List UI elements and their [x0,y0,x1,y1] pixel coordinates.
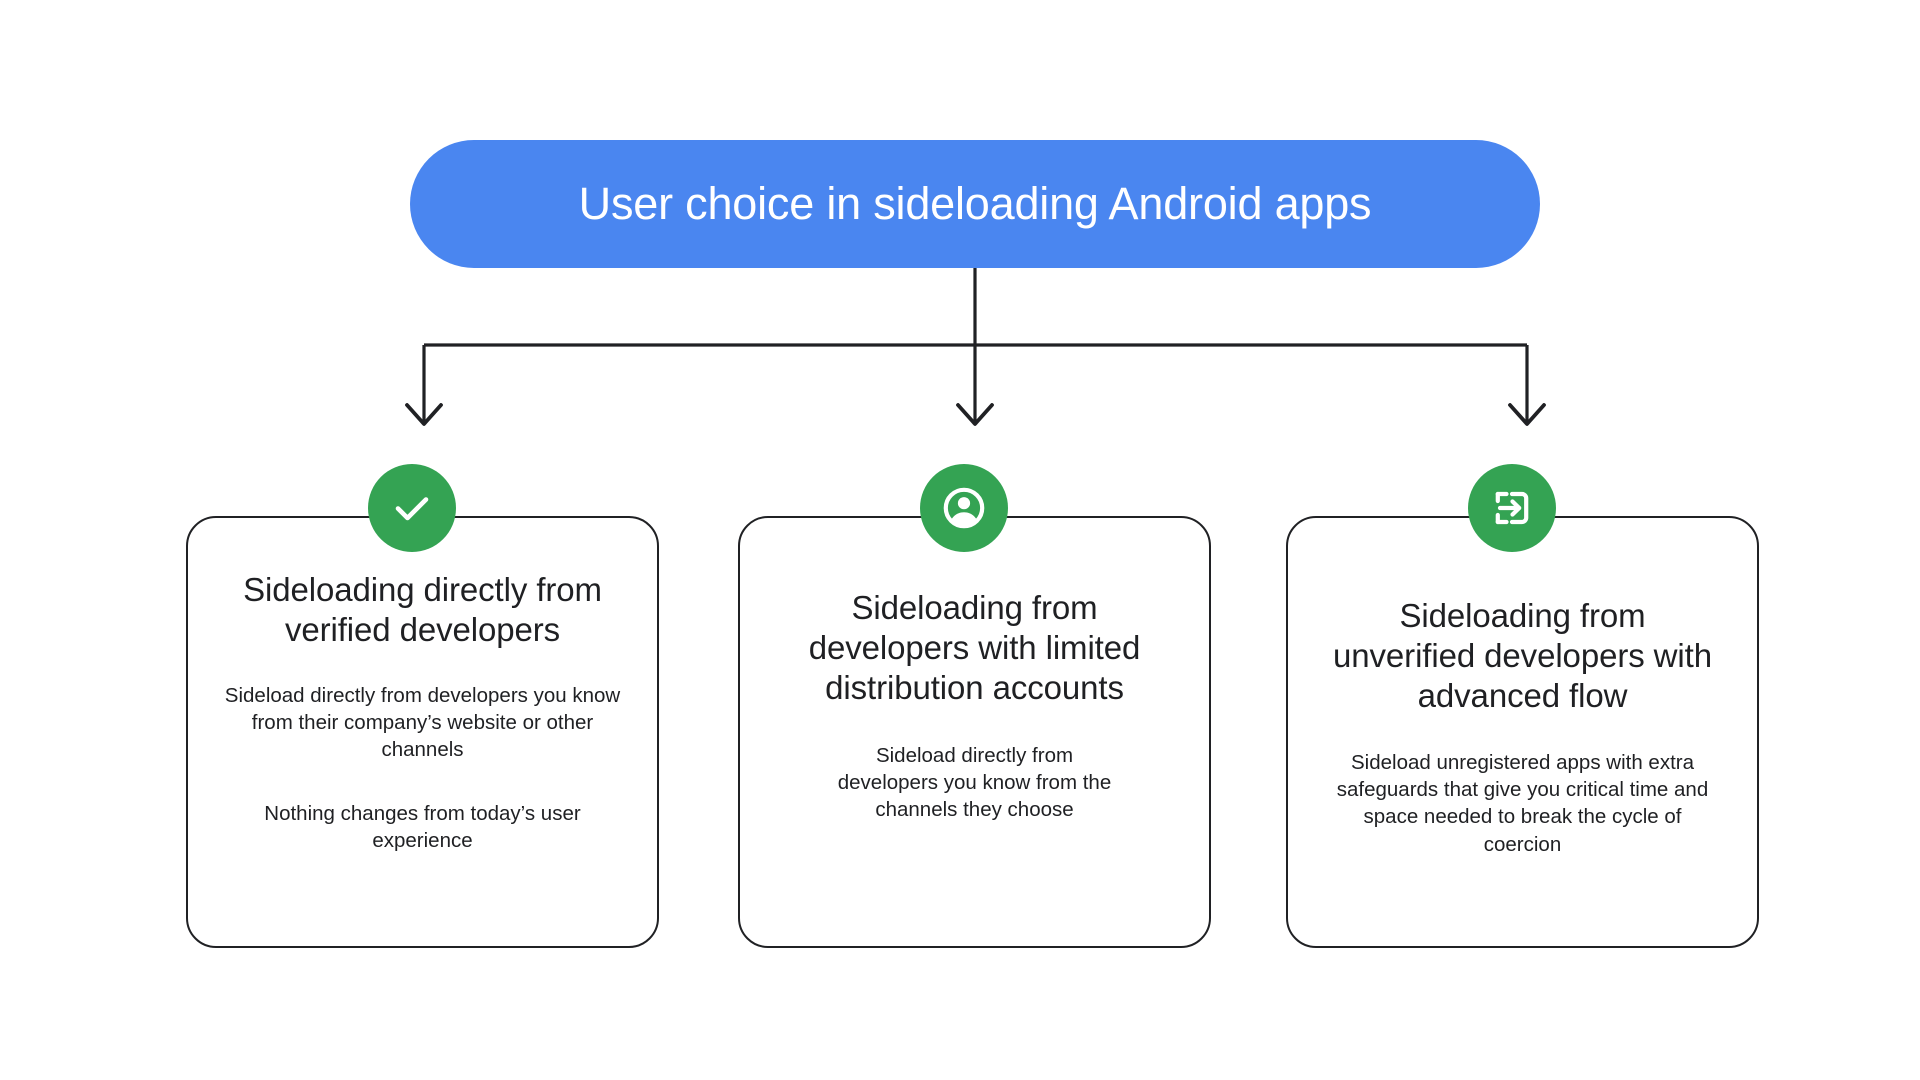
branch-card-1-paragraph-2: Nothing changes from today’s user experi… [264,801,581,852]
login-arrow-icon [1486,482,1538,534]
branch-card-2-paragraph-1: Sideload directly from developers you kn… [837,743,1112,822]
check-icon [386,482,438,534]
branch-3-icon-badge [1468,464,1556,552]
branch-card-2-title: Sideloading from developers with limited… [808,589,1141,706]
branch-card-2: Sideloading from developers with limited… [738,516,1211,948]
branch-1-icon-badge [368,464,456,552]
branch-card-3-paragraph-1: Sideload unregistered apps with extra sa… [1336,750,1709,856]
account-circle-icon [937,481,991,535]
branch-2-icon-badge [920,464,1008,552]
diagram-title-pill: User choice in sideloading Android apps [410,140,1540,268]
branch-card-3-title: Sideloading from unverified developers w… [1333,597,1712,714]
branch-card-3: Sideloading from unverified developers w… [1286,516,1759,948]
branch-card-1-paragraph-1: Sideload directly from developers you kn… [224,683,621,762]
branch-card-1-title: Sideloading directly from verified devel… [243,571,602,648]
diagram-title-text: User choice in sideloading Android apps [578,178,1372,230]
branch-card-1: Sideloading directly from verified devel… [186,516,659,948]
